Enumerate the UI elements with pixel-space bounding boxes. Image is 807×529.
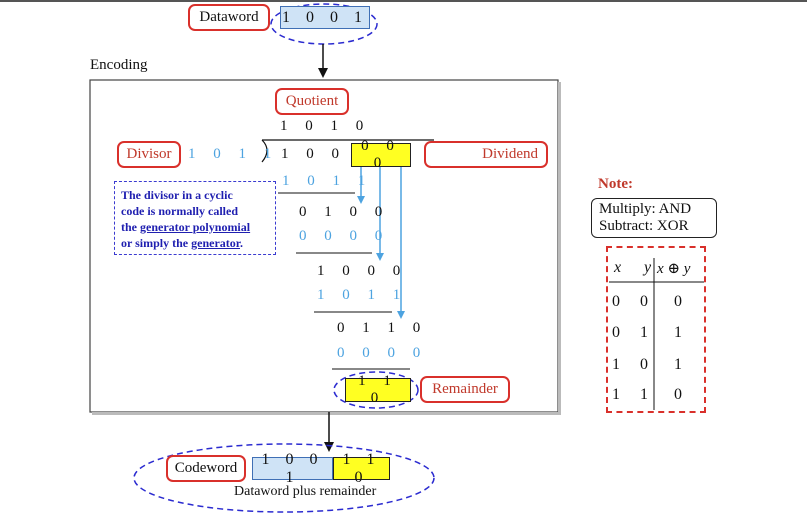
xor-header-y: y xyxy=(644,259,652,276)
note-line-subtract: Subtract: XOR xyxy=(599,218,689,234)
codeword-arrow-head xyxy=(324,442,334,452)
step-row-6: 0 1 1 0 xyxy=(337,320,428,336)
xor-header-x: x xyxy=(614,259,622,276)
note-line-multiply: Multiply: AND xyxy=(599,201,692,217)
xor-r3-out: 1 xyxy=(674,356,682,373)
dataword-label-box: Dataword xyxy=(188,4,270,31)
generator-note-line3: the generator polynomial xyxy=(121,219,269,235)
xor-r2-out: 1 xyxy=(674,324,682,341)
step-row-2: 0 1 0 0 xyxy=(299,204,390,220)
step-row-7: 0 0 0 0 xyxy=(337,345,428,361)
codeword-ellipse xyxy=(133,443,435,513)
xor-r1-x: 0 xyxy=(612,293,620,310)
generator-note-line4: or simply the generator. xyxy=(121,235,269,251)
encoding-frame-shadow xyxy=(92,412,560,415)
quotient-label: Quotient xyxy=(285,93,339,109)
xor-r3-x: 1 xyxy=(612,356,620,373)
xor-r2-y: 1 xyxy=(640,324,648,341)
dataword-ellipse xyxy=(270,3,378,45)
codeword-label-box: Codeword xyxy=(166,455,246,482)
quotient-bits: 1 0 1 0 xyxy=(280,118,371,134)
step-row-4: 1 0 0 0 xyxy=(317,263,408,279)
dataword-arrow-head xyxy=(318,68,328,78)
remainder-label-box: Remainder xyxy=(420,376,510,403)
remainder-bits: 1 1 0 xyxy=(345,373,411,406)
division-bracket xyxy=(261,139,268,163)
note-title: Note: xyxy=(598,176,633,192)
codeword-remainder-bits: 1 1 0 xyxy=(333,451,390,486)
xor-r3-y: 0 xyxy=(640,356,648,373)
generator-note-line3-pre: the xyxy=(121,220,140,234)
divisor-label-box: Divisor xyxy=(117,141,181,168)
note-box: Multiply: AND Subtract: XOR xyxy=(591,198,717,238)
generator-term: generator xyxy=(191,236,240,250)
dividend-label-box: Dividend xyxy=(424,141,548,168)
generator-polynomial-term: generator polynomial xyxy=(140,220,251,234)
generator-note: The divisor in a cyclic code is normally… xyxy=(114,181,276,255)
xor-r4-y: 1 xyxy=(640,386,648,403)
dividend-label: Dividend xyxy=(482,146,538,162)
remainder-label: Remainder xyxy=(432,381,498,397)
dataword-label: Dataword xyxy=(199,9,259,25)
top-border xyxy=(0,0,807,2)
quotient-label-box: Quotient xyxy=(275,88,349,115)
generator-note-line4-post: . xyxy=(240,236,243,250)
codeword-label: Codeword xyxy=(174,460,238,476)
step-row-1: 1 0 1 1 xyxy=(282,173,373,189)
xor-r4-out: 0 xyxy=(674,386,682,403)
xor-r4-x: 1 xyxy=(612,386,620,403)
encoding-frame-shadow-side xyxy=(558,82,561,415)
dividend-augmented-bits: 0 0 0 xyxy=(351,138,411,171)
xor-r1-out: 0 xyxy=(674,293,682,310)
encoding-label: Encoding xyxy=(90,57,148,73)
xor-truth-table xyxy=(606,246,706,413)
xor-r1-y: 0 xyxy=(640,293,648,310)
generator-note-line4-pre: or simply the xyxy=(121,236,192,250)
xor-r2-x: 0 xyxy=(612,324,620,341)
remainder-ellipse xyxy=(333,371,419,409)
divisor-label: Divisor xyxy=(126,146,172,162)
generator-note-line2: code is normally called xyxy=(121,204,238,218)
codeword-data-bits: 1 0 0 1 xyxy=(252,451,333,486)
encoding-frame xyxy=(89,79,559,413)
generator-note-line1: The divisor in a cyclic xyxy=(121,188,233,202)
divisor-bits: 1 0 1 1 xyxy=(188,146,279,162)
step-row-5: 1 0 1 1 xyxy=(317,287,408,303)
step-row-3: 0 0 0 0 xyxy=(299,228,390,244)
xor-header-xor: x ⊕ y xyxy=(657,261,691,277)
dataword-bits: 1 0 0 1 xyxy=(280,6,370,29)
codeword-caption: Dataword plus remainder xyxy=(234,484,377,499)
